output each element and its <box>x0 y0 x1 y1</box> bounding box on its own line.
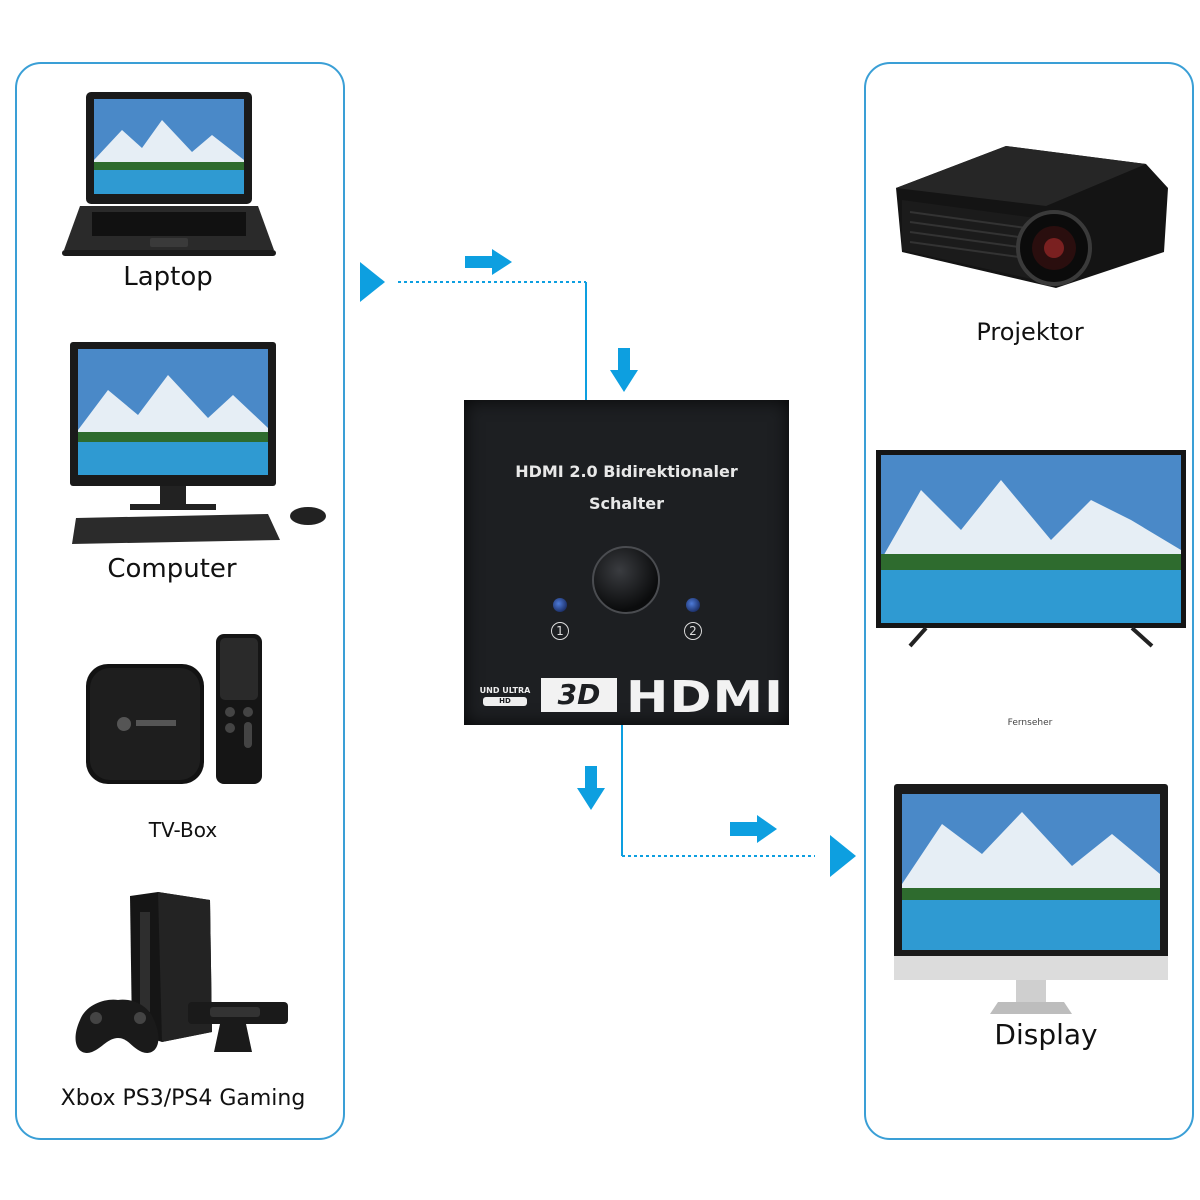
hd-badge-text: HD <box>483 697 527 706</box>
input-down-arrow <box>610 348 638 392</box>
switch-title-line2: Schalter <box>588 494 665 513</box>
monitor-icon <box>894 784 1168 1014</box>
output-label-television: Fernseher <box>1007 718 1053 728</box>
output-down-arrow <box>577 766 605 810</box>
port2-led-icon <box>686 598 700 612</box>
projector-icon <box>896 146 1168 288</box>
port1-led-icon <box>553 598 567 612</box>
input-right-arrow <box>465 249 512 275</box>
hdmi-switch: HDMI 2.0 Bidirektionaler Schalter 1 2 UN… <box>464 400 789 725</box>
output-label-monitor: Display <box>994 1018 1098 1051</box>
port2-number: 2 <box>684 622 702 640</box>
3d-badge: 3D <box>541 678 617 712</box>
television-icon <box>876 450 1186 648</box>
hdmi-logo: HDMI <box>626 672 785 723</box>
source-label-laptop: Laptop <box>123 262 213 292</box>
ultra-hd-badge-text: UND ULTRA <box>479 686 531 695</box>
computer-icon <box>70 342 326 544</box>
source-label-tv-box: TV-Box <box>148 818 218 842</box>
output-right-arrow <box>730 815 777 843</box>
source-label-computer: Computer <box>107 554 237 584</box>
input-triangle-arrow <box>360 262 385 302</box>
source-label-game-console: Xbox PS3/PS4 Gaming <box>60 1086 306 1111</box>
output-triangle-arrow <box>830 835 856 877</box>
laptop-icon <box>62 92 276 256</box>
port1-number: 1 <box>551 622 569 640</box>
output-label-projector: Projektor <box>976 318 1084 346</box>
output-devices-panel <box>864 62 1194 1140</box>
game-console-icon <box>75 892 288 1053</box>
switch-title-line1: HDMI 2.0 Bidirektionaler <box>515 462 738 481</box>
source-devices-panel <box>15 62 345 1140</box>
ultra-hd-badge: UND ULTRA HD <box>479 686 531 706</box>
tv-box-icon <box>86 634 262 784</box>
switch-toggle-button[interactable] <box>592 546 660 614</box>
